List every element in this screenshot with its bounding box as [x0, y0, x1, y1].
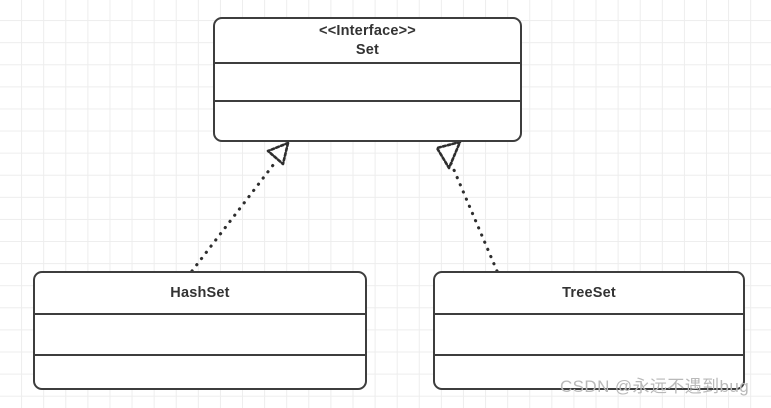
hashset-attributes-compartment — [35, 313, 365, 354]
set-name-label: Set — [355, 42, 380, 58]
hashset-operations-compartment — [35, 354, 365, 388]
set-stereotype-label: <<Interface>> — [319, 23, 416, 39]
realization-line-treeset — [449, 161, 499, 273]
uml-class-set[interactable]: <<Interface>> Set — [213, 17, 522, 142]
hashset-title-compartment: HashSet — [35, 273, 365, 313]
hollow-triangle-arrowhead-hashset — [266, 141, 290, 166]
csdn-watermark: CSDN @永远不遇到bug — [560, 377, 750, 396]
treeset-title-compartment: TreeSet — [435, 273, 743, 313]
uml-class-treeset[interactable]: TreeSet — [433, 271, 745, 390]
edge-treeset-implements-set — [435, 140, 499, 273]
hashset-name-label: HashSet — [170, 285, 230, 301]
edge-hashset-implements-set — [190, 141, 290, 273]
set-title-compartment: <<Interface>> Set — [215, 19, 520, 62]
treeset-operations-compartment — [435, 354, 743, 388]
realization-line-hashset — [190, 158, 279, 273]
treeset-name-label: TreeSet — [562, 285, 616, 301]
hollow-triangle-arrowhead-treeset — [435, 140, 462, 170]
set-operations-compartment — [215, 100, 520, 140]
uml-class-hashset[interactable]: HashSet — [33, 271, 367, 390]
treeset-attributes-compartment — [435, 313, 743, 354]
set-attributes-compartment — [215, 62, 520, 100]
